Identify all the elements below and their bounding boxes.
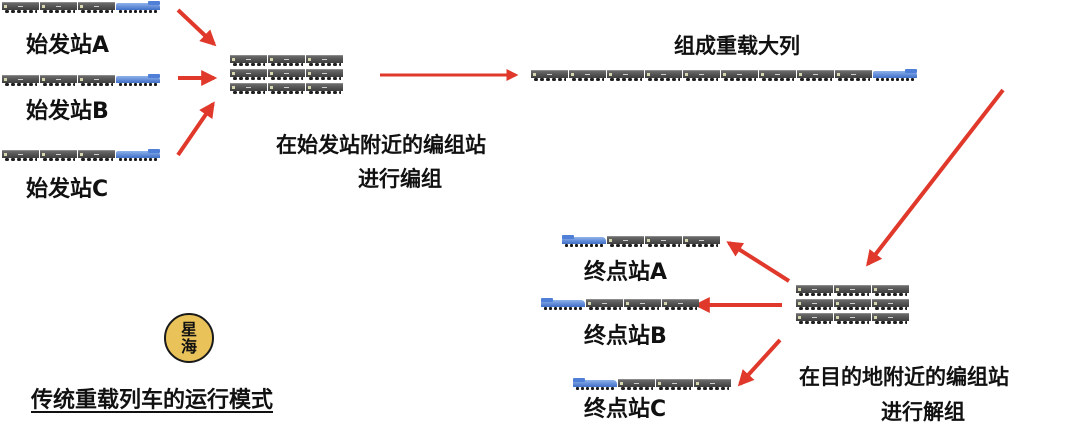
hopper-wagon-icon [40,75,77,87]
hopper-wagon-icon [656,379,693,391]
locomotive-icon [562,235,606,248]
arrow-dest-c [737,338,782,387]
logo-char-2: 海 [180,337,197,356]
hopper-wagon-icon [268,83,305,95]
locomotive-icon [541,298,585,311]
arrow-to-destination-yard [866,88,1005,267]
destination-station-c-label: 终点站C [584,397,667,422]
locomotive-icon [873,69,917,82]
destination-train-b [541,298,699,311]
origin-station-c-label: 始发站C [26,177,109,202]
locomotive-icon [116,1,160,14]
destination-train-c [573,378,731,391]
hopper-wagon-icon [872,285,909,297]
hopper-wagon-icon [872,313,909,325]
hopper-wagon-icon [624,299,661,311]
hopper-wagon-icon [230,69,267,81]
origin-train-a [2,1,160,14]
diagram-title: 传统重载列车的运行模式 [31,388,274,413]
destination-yard-label-line1: 在目的地附近的编组站 [799,365,1009,389]
hopper-wagon-icon [645,236,682,248]
hopper-wagon-icon [796,299,833,311]
hopper-wagon-icon [586,299,623,311]
locomotive-icon [573,378,617,391]
hopper-wagon-icon [796,285,833,297]
hopper-wagon-icon [834,313,871,325]
destination-station-a-label: 终点站A [584,260,668,285]
wagon-row [796,285,909,297]
hopper-wagon-icon [40,2,77,14]
hopper-wagon-icon [40,150,77,162]
destination-train-a [562,235,720,248]
hopper-wagon-icon [306,83,343,95]
hopper-wagon-icon [872,299,909,311]
origin-train-c [2,149,160,162]
hopper-wagon-icon [683,236,720,248]
origin-yard-cars [230,55,343,95]
wagon-row [230,55,343,67]
origin-station-a-label: 始发站A [26,33,110,58]
wagon-row [230,69,343,81]
hopper-wagon-icon [230,55,267,67]
hopper-wagon-icon [694,379,731,391]
destination-yard-cars [796,285,909,325]
origin-train-b [2,74,160,87]
hopper-wagon-icon [78,150,115,162]
hopper-wagon-icon [306,69,343,81]
origin-yard-label-line2: 进行编组 [358,167,442,191]
hopper-wagon-icon [607,70,644,82]
hopper-wagon-icon [268,69,305,81]
origin-yard-label-line1: 在始发站附近的编组站 [276,133,486,157]
arrow-origin-c [176,101,215,157]
origin-station-b-label: 始发站B [26,99,109,124]
locomotive-icon [116,74,160,87]
destination-station-b-label: 终点站B [584,324,667,349]
hopper-wagon-icon [835,70,872,82]
hopper-wagon-icon [607,236,644,248]
hopper-wagon-icon [759,70,796,82]
destination-yard-label-line2: 进行解组 [881,400,965,424]
hopper-wagon-icon [2,150,39,162]
hopper-wagon-icon [230,83,267,95]
hopper-wagon-icon [797,70,834,82]
hopper-wagon-icon [721,70,758,82]
hopper-wagon-icon [2,2,39,14]
wagon-row [230,83,343,95]
arrow-origin-a [176,8,217,47]
hopper-wagon-icon [2,75,39,87]
wagon-row [796,313,909,325]
hopper-wagon-icon [569,70,606,82]
locomotive-icon [116,149,160,162]
hopper-wagon-icon [834,299,871,311]
hopper-wagon-icon [662,299,699,311]
logo-char-1: 星 [180,320,197,339]
hopper-wagon-icon [796,313,833,325]
hopper-wagon-icon [683,70,720,82]
hopper-wagon-icon [78,2,115,14]
heavy-train-label: 组成重载大列 [674,34,800,58]
hopper-wagon-icon [78,75,115,87]
hopper-wagon-icon [268,55,305,67]
hopper-wagon-icon [834,285,871,297]
arrow-dest-a [726,241,791,283]
hopper-wagon-icon [645,70,682,82]
hopper-wagon-icon [306,55,343,67]
xinghai-logo: 星 海 [164,313,214,363]
heavy-train [531,69,917,82]
hopper-wagon-icon [531,70,568,82]
hopper-wagon-icon [618,379,655,391]
wagon-row [796,299,909,311]
